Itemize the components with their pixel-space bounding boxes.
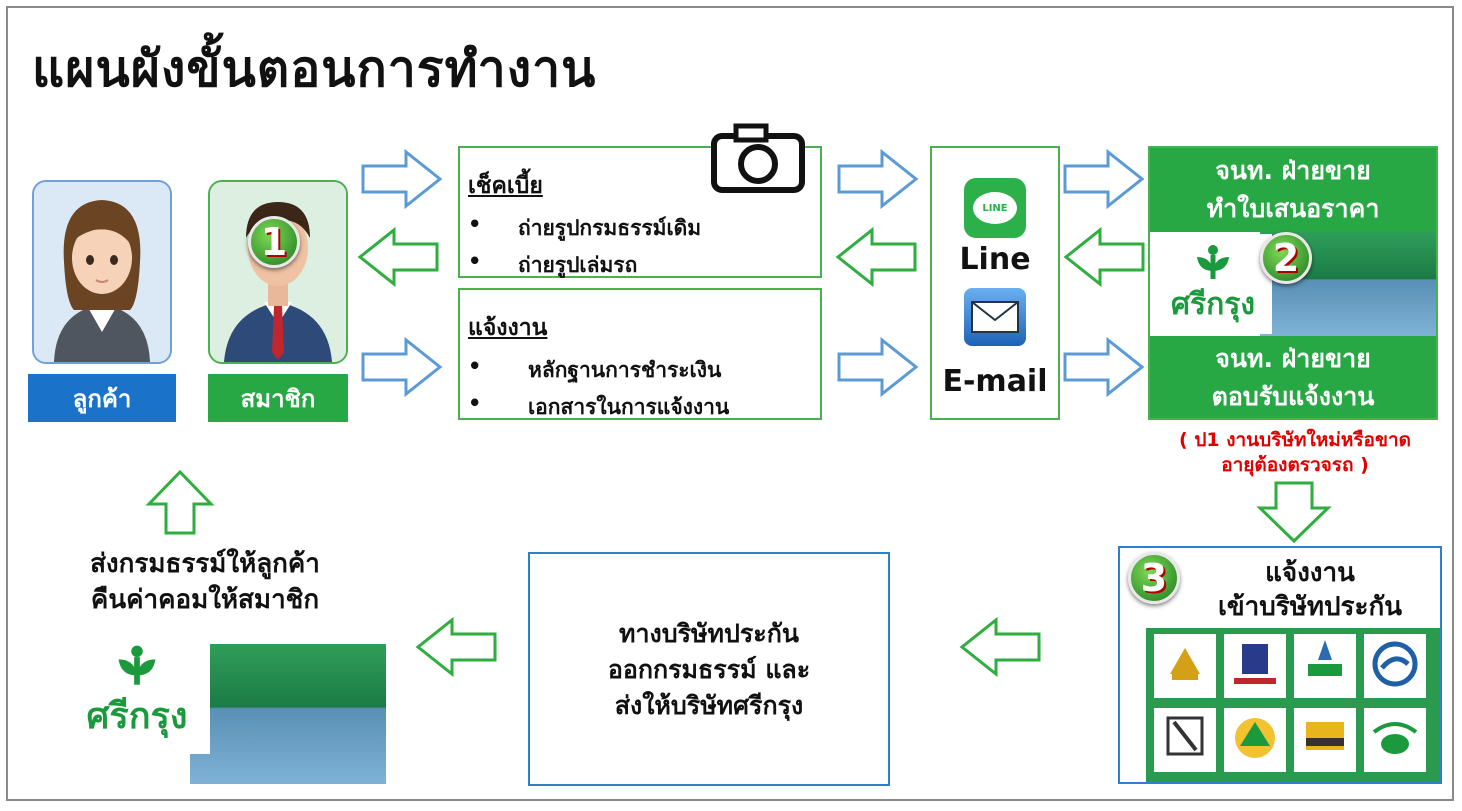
sales-confirm-line1: จนท. ฝ่ายขาย: [1215, 344, 1371, 373]
insurer-logo: [1154, 708, 1216, 772]
deliver-policy-line1: ส่งกรมธรรม์ให้ลูกค้า: [90, 549, 320, 579]
notify-work-heading: แจ้งงาน: [468, 315, 548, 341]
notify-item: •เอกสารในการแจ้งงาน: [468, 391, 730, 419]
sprout-icon: [1197, 244, 1229, 279]
arrow-check-to-channels: [837, 148, 919, 210]
insurer-logos-panel: [1146, 628, 1440, 782]
sales-confirm-band: จนท. ฝ่ายขาย ตอบรับแจ้งงาน: [1150, 336, 1436, 418]
arrow-member-to-check: [361, 148, 443, 210]
sales-confirm-line2: ตอบรับแจ้งงาน: [1211, 382, 1375, 411]
sales-box: จนท. ฝ่ายขาย ทำใบเสนอราคา ศรีกรุง 2 จนท.…: [1148, 146, 1438, 420]
arrow-sales-to-channels: [1063, 226, 1145, 288]
sales-quote-line2: ทำใบเสนอราคา: [1206, 194, 1380, 223]
step-1-badge: 1: [248, 216, 300, 268]
inspection-note: ( ป1 งานบริษัทใหม่หรือขาด อายุต้องตรวจรถ…: [1140, 428, 1450, 478]
arrow-notify-to-channels: [837, 336, 919, 398]
insurer-logo: [1364, 708, 1426, 772]
check-item: •ถ่ายรูปเล่มรถ: [468, 249, 638, 277]
arrow-channels-to-sales: [1063, 148, 1145, 210]
notify-item: •หลักฐานการชำระเงิน: [468, 354, 722, 382]
sales-quote-band: จนท. ฝ่ายขาย ทำใบเสนอราคา: [1150, 148, 1436, 232]
insurer-issue-line2: ออกกรมธรรม์ และ: [607, 655, 811, 684]
insurer-issue-line3: ส่งให้บริษัทศรีกรุง: [614, 691, 804, 720]
insurer-logo: [1294, 708, 1356, 772]
insurer-logo: [1224, 634, 1286, 698]
srikrung-logo-large-text: ศรีกรุง: [86, 695, 188, 737]
insurer-logo: [1154, 634, 1216, 698]
member-avatar-icon: [210, 182, 346, 362]
arrow-member-to-notify: [361, 336, 443, 398]
sales-quote-line1: จนท. ฝ่ายขาย: [1215, 156, 1371, 185]
check-premium-heading: เช็คเบี้ย: [468, 173, 543, 199]
arrow-check-to-member: [357, 226, 439, 288]
notify-work-box: แจ้งงาน •หลักฐานการชำระเงิน •เอกสารในการ…: [458, 288, 822, 420]
member-label: สมาชิก: [208, 374, 348, 422]
email-icon: [964, 288, 1026, 346]
inspection-note-line2: อายุต้องตรวจรถ ): [1221, 454, 1369, 476]
check-item: •ถ่ายรูปกรมธรรม์เดิม: [468, 212, 702, 240]
line-label: Line: [959, 242, 1031, 277]
insurer-logo: [1364, 634, 1426, 698]
customer-card: [32, 180, 172, 364]
insurer-issue-line1: ทางบริษัทประกัน: [619, 619, 799, 648]
arrow-sales-to-insurer: [1256, 481, 1332, 544]
insurer-line1: แจ้งงาน: [1265, 558, 1355, 588]
camera-icon: [711, 123, 805, 193]
email-label: E-mail: [942, 364, 1048, 399]
srikrung-logo-large: ศรีกรุง: [64, 630, 210, 754]
arrow-to-customer: [145, 469, 215, 535]
arrow-insurer-to-company: [959, 616, 1041, 678]
sprout-icon: [118, 645, 156, 685]
customer-avatar-icon: [34, 182, 170, 362]
insurer-logo: [1294, 634, 1356, 698]
page-title: แผนผังขั้นตอนการทำงาน: [32, 40, 597, 98]
arrow-company-to-srikrung: [415, 616, 497, 678]
member-card: [208, 180, 348, 364]
step-3-badge: 3: [1128, 552, 1180, 604]
line-app-icon: LINE: [964, 178, 1026, 238]
channels-box: LINE Line E-mail: [930, 146, 1060, 420]
insurer-line2: เข้าบริษัทประกัน: [1218, 592, 1402, 622]
srikrung-logo: ศรีกรุง: [1154, 234, 1272, 334]
inspection-note-line1: ( ป1 งานบริษัทใหม่หรือขาด: [1179, 429, 1411, 451]
diagram-frame: [6, 6, 1454, 801]
customer-label: ลูกค้า: [28, 374, 176, 422]
arrow-channels-to-sales-confirm: [1063, 336, 1145, 398]
srikrung-office-image: [190, 644, 386, 784]
deliver-policy-line2: คืนค่าคอมให้สมาชิก: [90, 585, 320, 615]
insurer-box: แจ้งงาน เข้าบริษัทประกัน 3: [1118, 546, 1442, 784]
deliver-policy-text: ส่งกรมธรรม์ให้ลูกค้า คืนค่าคอมให้สมาชิก: [40, 546, 370, 618]
step-2-badge: 2: [1260, 232, 1312, 284]
srikrung-logo-text: ศรีกรุง: [1170, 286, 1256, 322]
arrow-channels-to-check: [835, 226, 917, 288]
insurer-issue-box: ทางบริษัทประกัน ออกกรมธรรม์ และ ส่งให้บร…: [528, 552, 890, 786]
insurer-logo: [1224, 708, 1286, 772]
